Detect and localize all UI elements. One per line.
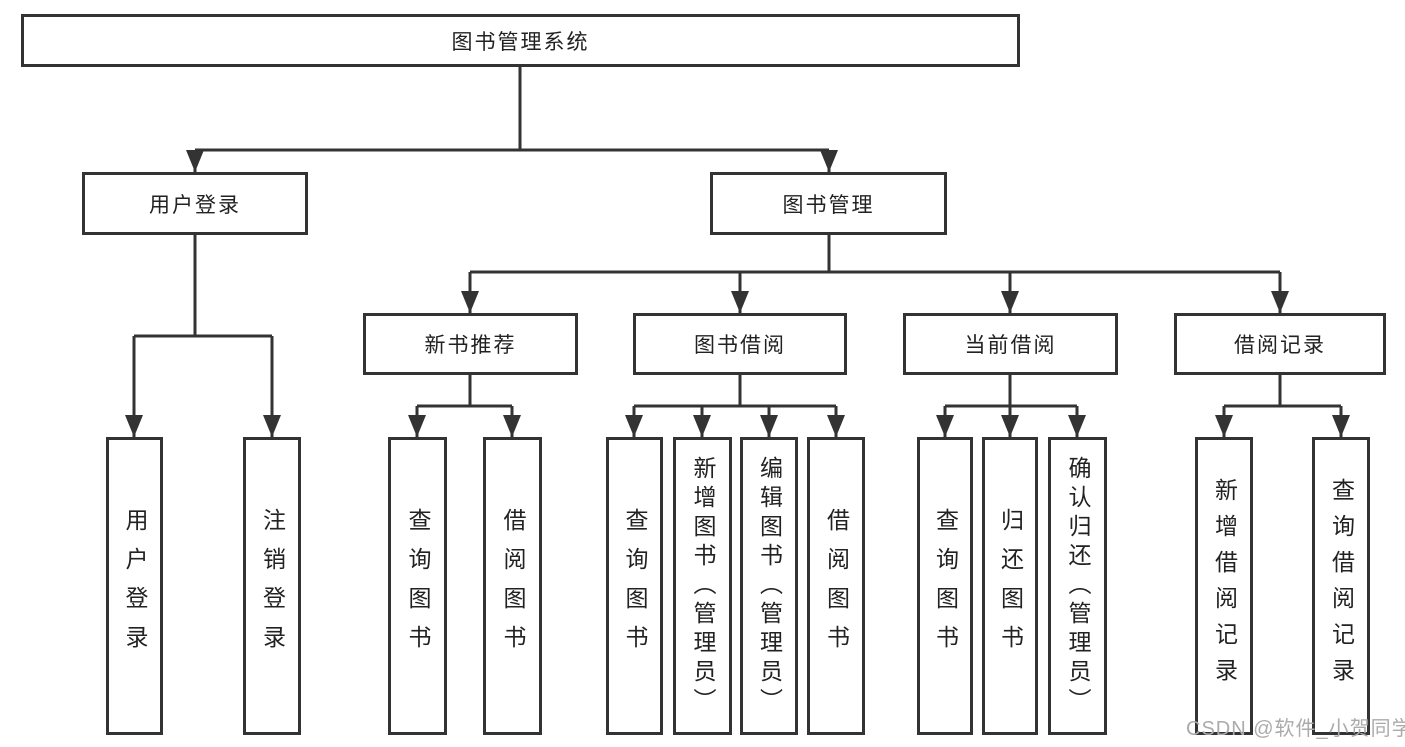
node-new-book-recommendation: 新书推荐 — [363, 313, 578, 375]
node-label: 用户登录 — [122, 508, 148, 664]
node-label: 借阅图书 — [823, 508, 850, 664]
node-label: 图书管理系统 — [451, 30, 590, 54]
node-label: 查询图书 — [932, 508, 959, 664]
leaf-add-borrow-record: 新增借阅记录 — [1195, 437, 1253, 735]
node-label: 新书推荐 — [424, 334, 517, 357]
node-label: 查询图书 — [622, 508, 648, 664]
node-library-management-system: 图书管理系统 — [21, 14, 1020, 67]
csdn-watermark: CSDN @软件_小贺同学 — [1186, 718, 1405, 740]
leaf-query-borrow-record: 查询借阅记录 — [1312, 437, 1370, 735]
leaf-add-book-admin: 新增图书（管理员） — [673, 437, 732, 735]
node-label: 确认归还（管理员） — [1065, 455, 1091, 717]
leaf-logout: 注销登录 — [243, 437, 301, 735]
leaf-confirm-return-admin: 确认归还（管理员） — [1048, 437, 1107, 735]
node-label: 新增借阅记录 — [1211, 478, 1238, 694]
leaf-return-books: 归还图书 — [982, 437, 1038, 735]
node-label: 图书管理 — [782, 193, 875, 217]
node-label: 当前借阅 — [964, 334, 1057, 357]
node-label: 编辑图书（管理员） — [756, 455, 783, 717]
node-label: 借阅记录 — [1234, 334, 1326, 357]
leaf-borrow-books-borrowing: 借阅图书 — [807, 437, 865, 735]
node-label: 注销登录 — [259, 508, 286, 664]
leaf-query-books-current: 查询图书 — [917, 437, 973, 735]
node-current-borrowing: 当前借阅 — [903, 313, 1118, 375]
node-user-login: 用户登录 — [82, 172, 308, 235]
node-label: 借阅图书 — [500, 508, 526, 664]
leaf-query-books-recommend: 查询图书 — [388, 437, 447, 735]
node-label: 用户登录 — [149, 193, 241, 217]
leaf-query-books-borrowing: 查询图书 — [606, 437, 663, 735]
node-label: 归还图书 — [997, 508, 1024, 664]
node-borrowing-records: 借阅记录 — [1174, 313, 1386, 375]
leaf-user-login: 用户登录 — [106, 437, 163, 735]
node-book-management: 图书管理 — [710, 172, 947, 235]
node-label: 新增图书（管理员） — [690, 455, 716, 717]
node-label: 图书借阅 — [694, 334, 786, 357]
leaf-borrow-books-recommend: 借阅图书 — [483, 437, 542, 735]
node-label: 查询图书 — [405, 508, 431, 664]
node-label: 查询借阅记录 — [1328, 478, 1355, 694]
node-book-borrowing: 图书借阅 — [633, 313, 847, 375]
leaf-edit-book-admin: 编辑图书（管理员） — [740, 437, 798, 735]
